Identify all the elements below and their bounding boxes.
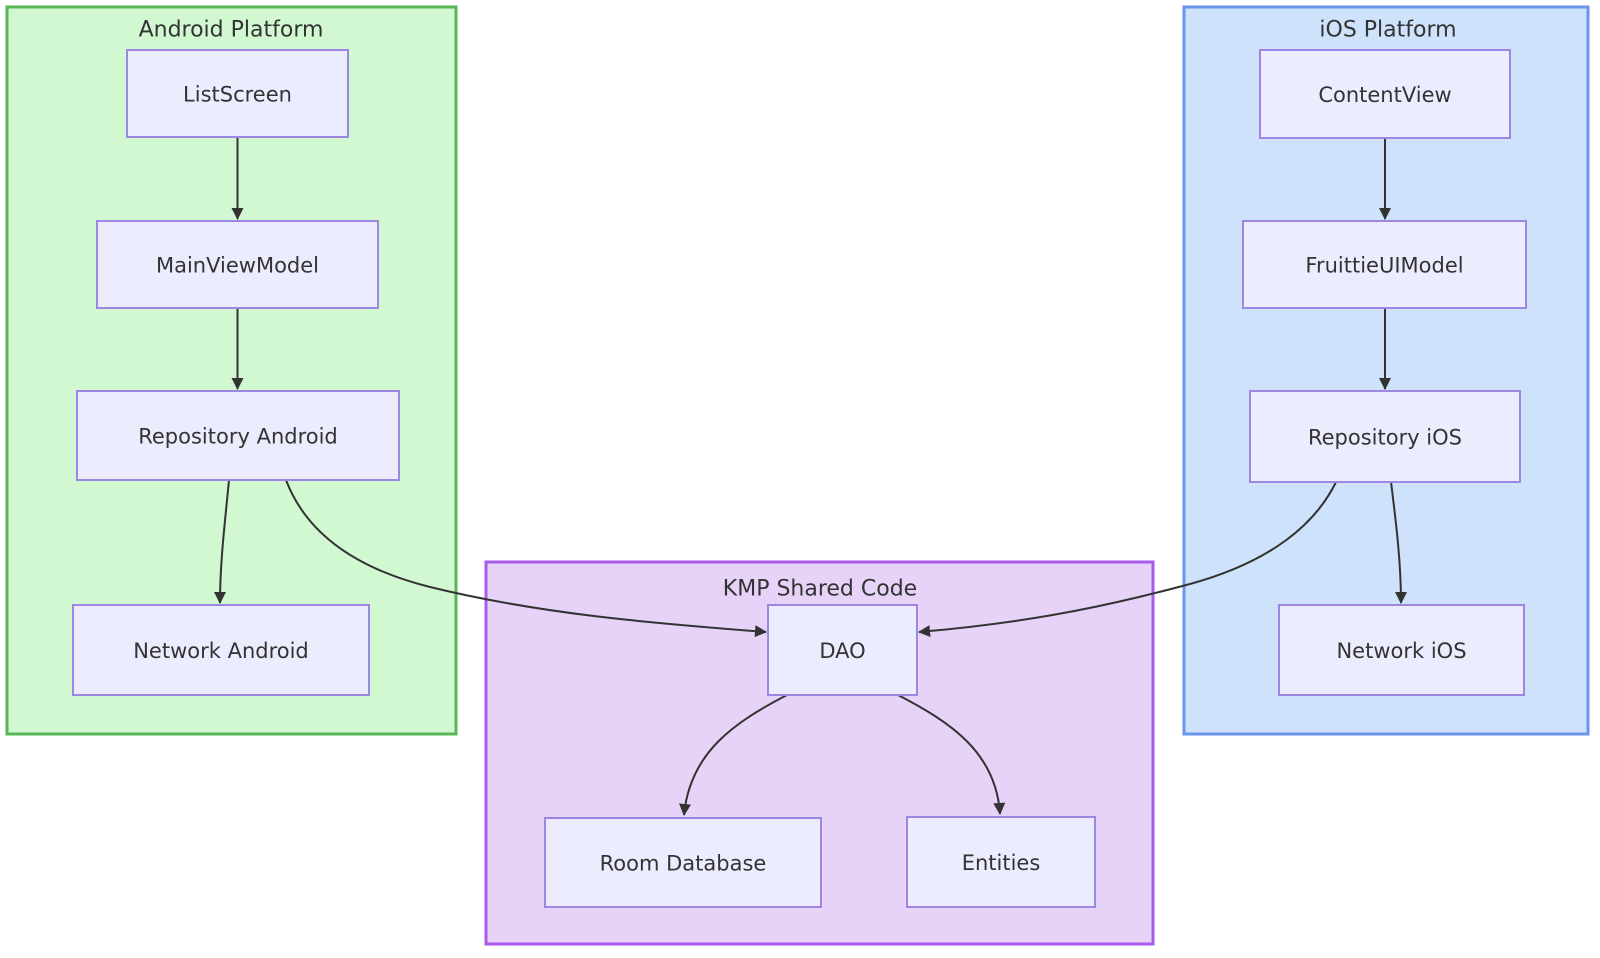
main-view-model-label: MainViewModel [156, 254, 319, 278]
content-view-label: ContentView [1318, 83, 1451, 107]
edge-repository-ios-to-network-ios [1390, 481, 1407, 604]
repository-ios-label: Repository iOS [1308, 426, 1462, 450]
edge-repository-ios-to-dao [918, 481, 1337, 638]
fruittie-ui-model-box [1242, 220, 1527, 309]
room-database-label: Room Database [600, 852, 767, 876]
main-view-model-box [96, 220, 379, 309]
edges [214, 137, 1407, 816]
android-platform-title: Android Platform [139, 18, 324, 43]
network-android-label: Network Android [133, 639, 309, 663]
edge-repository-android-to-network-android [214, 479, 230, 604]
dao-label: DAO [819, 639, 865, 663]
entities-label: Entities [962, 851, 1041, 875]
node-main-view-model: MainViewModel [96, 220, 379, 309]
entities-box [906, 816, 1096, 908]
fruittie-ui-model-label: FruittieUIModel [1305, 254, 1463, 278]
repository-android-box [76, 390, 400, 481]
repository-ios-box [1249, 390, 1521, 483]
room-database-box [544, 817, 822, 908]
list-screen-label: ListScreen [183, 83, 292, 107]
edge-dao-to-entities [897, 694, 1006, 815]
list-screen-box [126, 49, 349, 138]
network-ios-box [1278, 604, 1525, 696]
node-list-screen: ListScreen [126, 49, 349, 138]
content-view-box [1259, 49, 1511, 139]
dao-box [767, 604, 918, 696]
kmp-shared-code-title: KMP Shared Code [723, 577, 917, 602]
node-network-android: Network Android [72, 604, 370, 696]
node-entities: Entities [906, 816, 1096, 908]
network-ios-label: Network iOS [1336, 639, 1466, 663]
node-repository-ios: Repository iOS [1249, 390, 1521, 483]
repository-android-label: Repository Android [138, 425, 338, 449]
ios-platform-title: iOS Platform [1319, 18, 1456, 43]
node-room-database: Room Database [544, 817, 822, 908]
node-repository-android: Repository Android [76, 390, 400, 481]
network-android-box [72, 604, 370, 696]
node-dao: DAO [767, 604, 918, 696]
edge-dao-to-room-database [679, 694, 788, 816]
edge-repository-android-to-dao [285, 479, 767, 638]
node-content-view: ContentView [1259, 49, 1511, 139]
node-fruittie-ui-model: FruittieUIModel [1242, 220, 1527, 309]
node-network-ios: Network iOS [1278, 604, 1525, 696]
